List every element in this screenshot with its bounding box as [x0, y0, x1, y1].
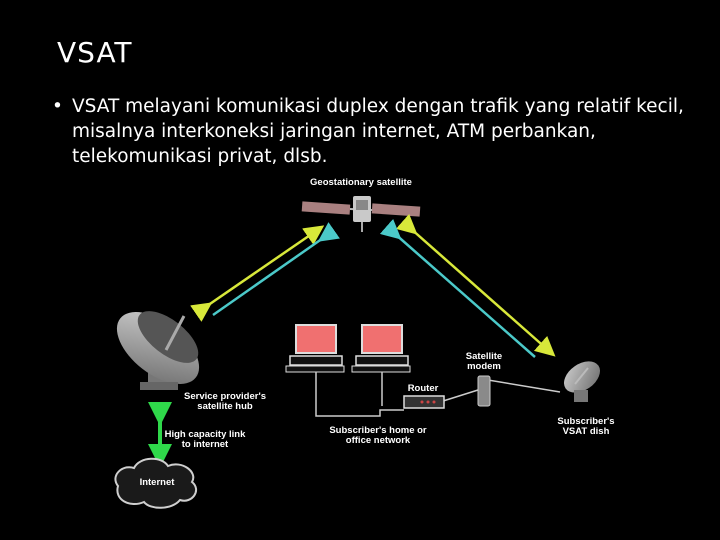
subscriber-dish-icon — [563, 361, 601, 402]
computer-icon-2 — [351, 324, 411, 373]
label-high-capacity-link: High capacity link to internet — [164, 429, 246, 450]
satellite-icon — [301, 196, 421, 232]
computer-icon-1 — [285, 324, 345, 373]
label-subscriber-vsat-dish: Subscriber's VSAT dish — [557, 416, 615, 437]
bullet-marker: • — [52, 96, 63, 117]
label-subscriber-network: Subscriber's home or office network — [329, 425, 427, 446]
label-geostationary-satellite: Geostationary satellite — [310, 177, 412, 188]
network-cable — [315, 372, 404, 417]
slide-title: VSAT — [57, 36, 133, 69]
internet-cloud-icon — [114, 457, 198, 509]
label-internet: Internet — [139, 477, 175, 488]
bullet-text: VSAT melayani komunikasi duplex dengan t… — [72, 96, 684, 167]
subscriber-link-arrow — [395, 213, 556, 357]
label-satellite-modem: Satellite modem — [465, 351, 503, 372]
satellite-modem-icon — [477, 375, 491, 407]
router-icon — [403, 395, 445, 409]
subscriber-return-arrow — [379, 218, 536, 358]
satellite-hub-dish-icon — [116, 311, 200, 390]
hub-downlink-arrow — [212, 222, 340, 317]
label-service-provider-hub: Service provider's satellite hub — [184, 391, 266, 412]
label-router: Router — [407, 383, 439, 394]
uplink-arrow — [190, 225, 325, 322]
